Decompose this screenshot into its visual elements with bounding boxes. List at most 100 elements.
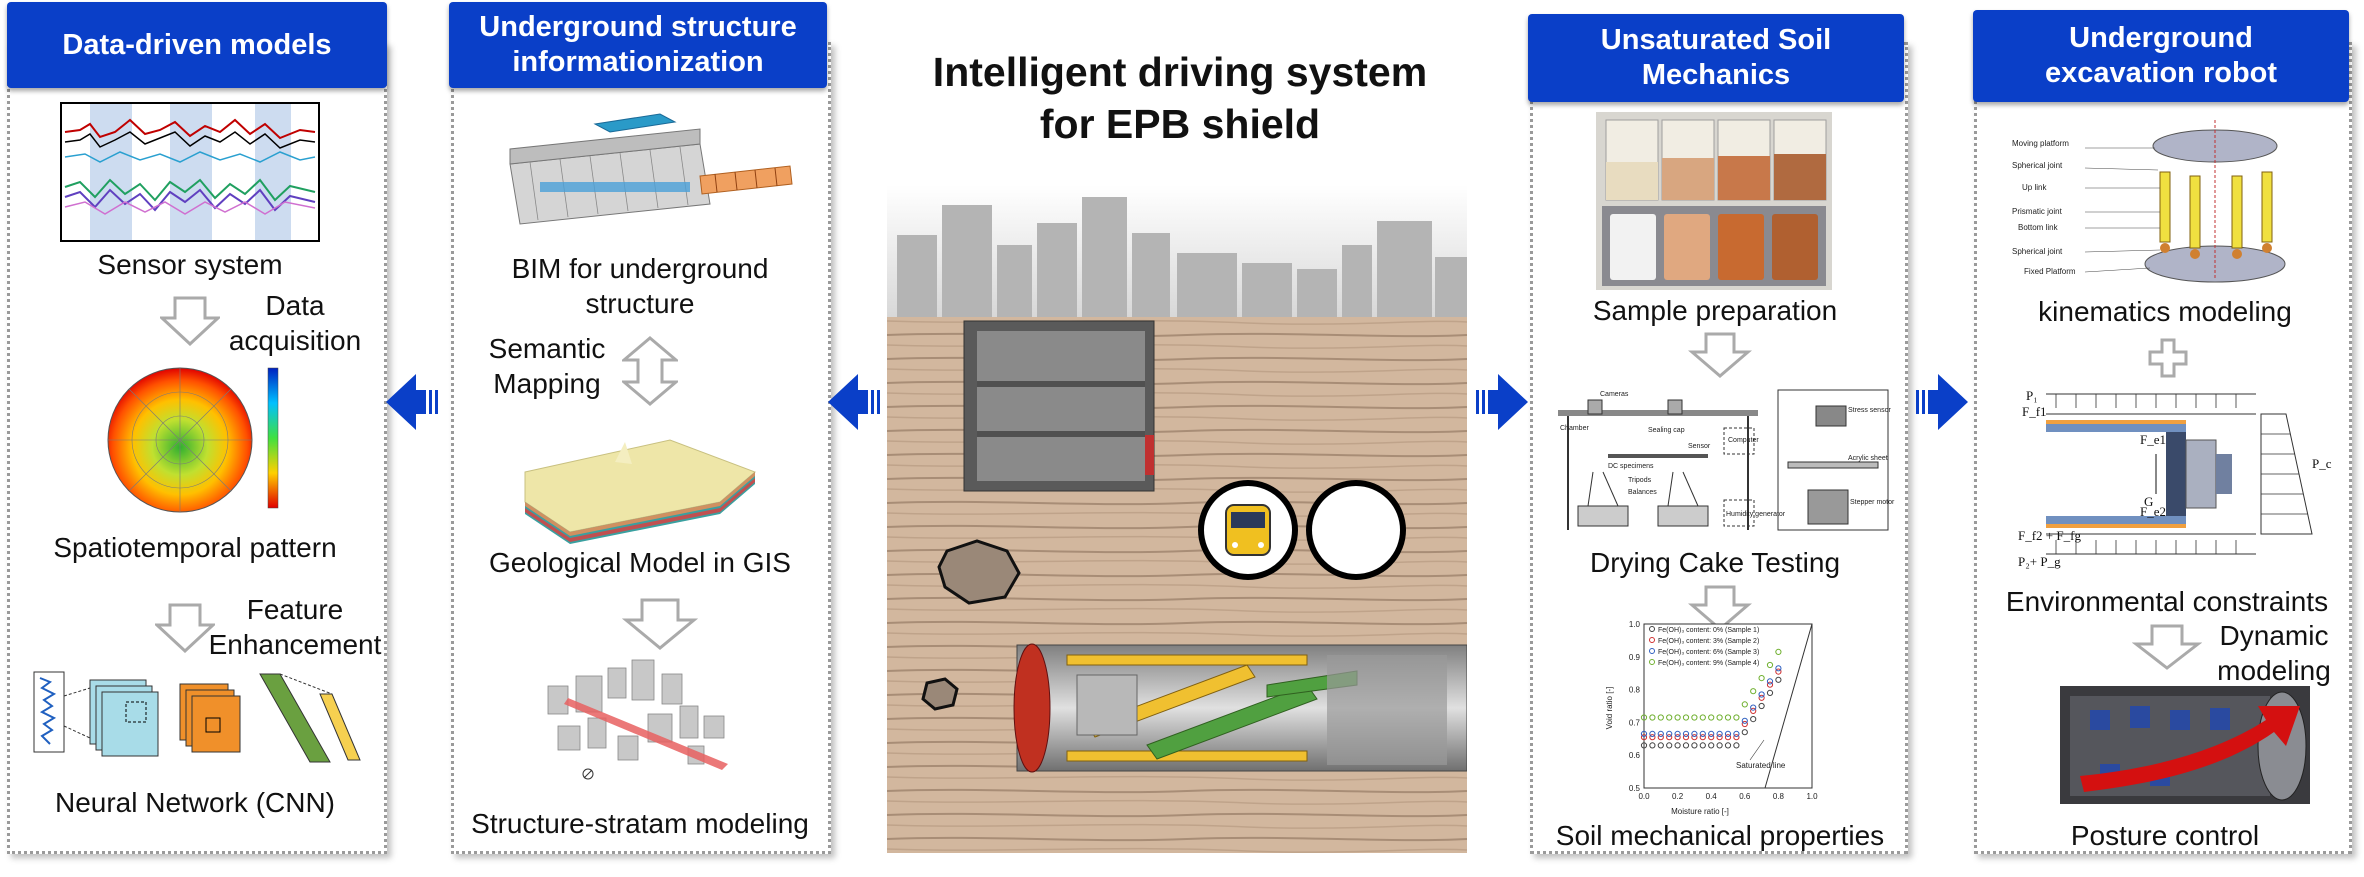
series-marker <box>1691 730 1698 738</box>
series-marker <box>1691 734 1698 741</box>
app-label-cameras: Cameras <box>1600 391 1629 398</box>
x-tick-label: 0.6 <box>1739 792 1751 801</box>
right-flow-arrow-icon <box>1468 372 1528 432</box>
app-label-chamber: Chamber <box>1560 425 1589 432</box>
polar-pattern-chart <box>80 358 310 518</box>
label-semantic-mapping: Semantic Mapping <box>488 333 606 399</box>
legend-marker <box>1649 637 1655 643</box>
header-soil-mechanics: Unsaturated Soil Mechanics <box>1528 14 1904 102</box>
series-marker <box>1666 714 1673 721</box>
series-marker <box>1640 742 1648 749</box>
left-flow-arrow-icon <box>828 372 888 432</box>
series-marker <box>1741 729 1748 736</box>
series-marker <box>1666 742 1673 749</box>
down-arrow-icon <box>622 598 698 650</box>
series-marker <box>1691 714 1698 721</box>
header-excavation-robot: Underground excavation robot <box>1973 10 2349 102</box>
saturated-line-label: Saturated line <box>1736 761 1786 770</box>
x-tick-label: 1.0 <box>1806 792 1818 801</box>
robot-label-prismatic: Prismatic joint <box>2012 207 2063 216</box>
down-arrow-icon <box>155 603 215 653</box>
x-tick-label: 0.0 <box>1638 792 1650 801</box>
series-marker <box>1708 714 1715 721</box>
force-label-fe2: F_e2 <box>2140 504 2166 519</box>
series-marker <box>1674 734 1681 741</box>
series-marker <box>1657 730 1664 738</box>
series-marker <box>1682 734 1690 741</box>
series-marker <box>1758 675 1765 682</box>
series-marker <box>1766 678 1774 685</box>
epb-shield-scene <box>887 185 1467 853</box>
legend-entry: Fe(OH)₃ content: 0% (Sample 1) <box>1658 627 1759 634</box>
series-marker <box>1674 714 1681 721</box>
series-marker <box>1775 665 1782 672</box>
structure-stratum-image <box>528 656 758 786</box>
series-marker <box>1708 734 1715 741</box>
down-arrow-icon <box>1688 585 1752 631</box>
series-marker <box>1724 730 1732 738</box>
series-marker <box>1699 730 1706 738</box>
series-marker <box>1750 707 1757 715</box>
force-label-fe1: F_e1 <box>2140 432 2166 447</box>
legend-entry: Fe(OH)₃ content: 3% (Sample 2) <box>1658 638 1759 645</box>
app-label-acrylic: Acrylic sheet <box>1848 455 1888 462</box>
series-marker <box>1733 734 1740 741</box>
app-label-sensor: Sensor <box>1688 443 1711 450</box>
down-arrow-icon <box>1688 332 1752 378</box>
right-flow-arrow-icon <box>1908 372 1968 432</box>
x-tick-label: 0.2 <box>1672 792 1684 801</box>
series-marker <box>1640 734 1648 741</box>
series-marker <box>1741 720 1748 728</box>
label-geological-model: Geological Model in GIS <box>489 547 791 578</box>
label-structure-stratum: Structure-stratam modeling <box>471 808 809 839</box>
cnn-diagram <box>30 668 370 768</box>
robot-label-fixed: Fixed Platform <box>2024 267 2076 276</box>
label-data-acquisition: Data acquisition <box>228 290 362 356</box>
plot-ylabel: Void ratio [-] <box>1605 687 1614 730</box>
robot-label-moving: Moving platform <box>2012 139 2069 148</box>
left-flow-arrow-icon <box>386 372 446 432</box>
series-marker <box>1657 734 1664 741</box>
header-underground-structure: Underground structure informationization <box>449 2 827 88</box>
app-label-humidity: Humidity generator <box>1726 511 1786 518</box>
y-tick-label: 0.9 <box>1629 653 1641 662</box>
legend-entry: Fe(OH)₃ content: 9% (Sample 4) <box>1658 660 1759 667</box>
force-label-p1: P₁ <box>2026 388 2038 403</box>
x-tick-label: 0.8 <box>1773 792 1785 801</box>
robot-label-spherical-2: Spherical joint <box>2012 247 2063 256</box>
series-marker <box>1716 730 1723 738</box>
y-tick-label: 0.5 <box>1629 784 1641 793</box>
series-marker <box>1657 714 1664 721</box>
label-sample-preparation: Sample preparation <box>1592 295 1838 326</box>
series-marker <box>1775 676 1782 683</box>
robot-label-up: Up link <box>2022 183 2047 192</box>
x-tick-label: 0.4 <box>1706 792 1718 801</box>
drying-cake-apparatus: Cameras Chamber Sealing cap Sensor Compu… <box>1548 382 1896 534</box>
series-marker <box>1716 734 1723 741</box>
posture-control-image <box>2060 680 2310 810</box>
label-neural-network: Neural Network (CNN) <box>54 787 336 818</box>
series-marker <box>1758 702 1765 710</box>
series-marker <box>1649 714 1656 721</box>
force-label-ff1: F_f1 <box>2022 404 2047 419</box>
app-label-balances: Balances <box>1628 489 1657 496</box>
series-marker <box>1649 734 1656 741</box>
down-arrow-icon <box>160 296 220 346</box>
series-marker <box>1640 714 1648 721</box>
stewart-platform-image: Moving platform Spherical joint Up link … <box>2010 112 2320 290</box>
app-label-dc: DC specimens <box>1608 463 1654 470</box>
series-marker <box>1716 714 1723 721</box>
series-marker <box>1750 704 1757 711</box>
series-marker <box>1741 717 1748 724</box>
series-marker <box>1708 730 1715 738</box>
series-marker <box>1674 742 1681 749</box>
down-arrow-icon <box>2132 624 2202 670</box>
series-marker <box>1699 742 1706 749</box>
force-label-g: G <box>2144 494 2153 509</box>
label-drying-cake: Drying Cake Testing <box>1589 547 1841 578</box>
environmental-constraints-diagram: P₁ F_f1 F_e1 P_c G F_e2 F_f2 + F_fg P₂+ … <box>2016 384 2336 574</box>
label-kinematics: kinematics modeling <box>2038 296 2292 327</box>
y-tick-label: 0.6 <box>1629 751 1641 760</box>
app-label-computer: Computer <box>1728 437 1759 444</box>
